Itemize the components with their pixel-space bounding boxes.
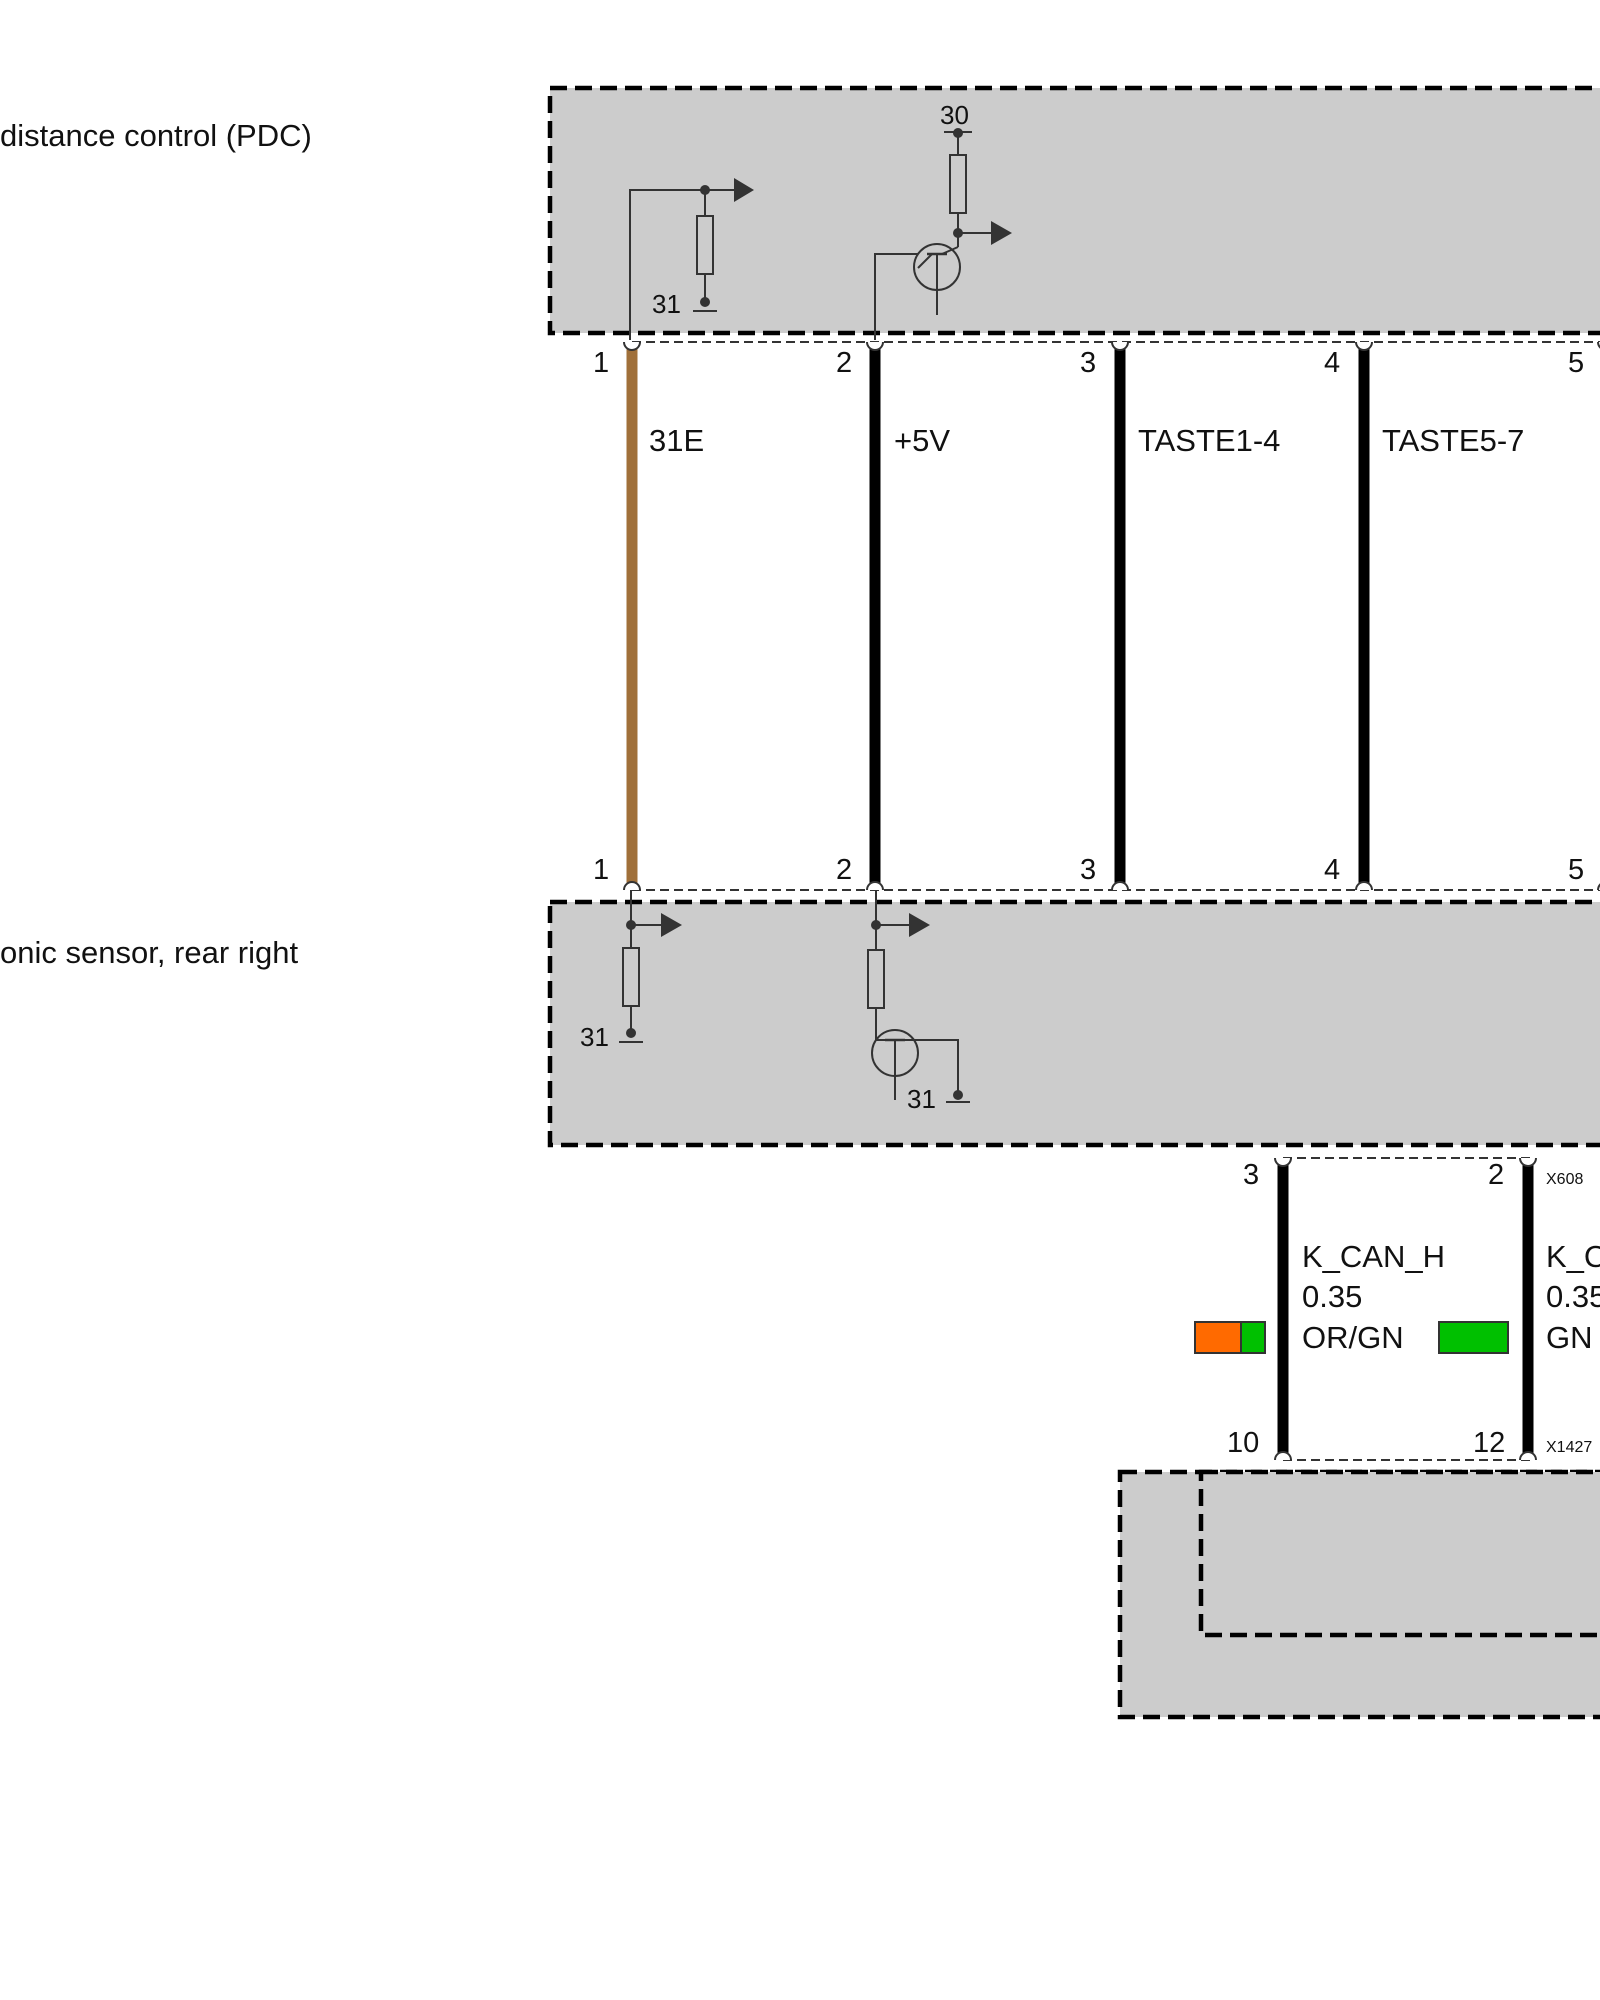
or-gn-color-swatch [1194, 1321, 1266, 1354]
pin-number-top-1: 1 [593, 347, 609, 379]
can-low-signal-label: K_C [1546, 1239, 1600, 1274]
pin-terminal-icon [1519, 1157, 1537, 1167]
connector-x1427-label: X1427 [1546, 1439, 1592, 1456]
gn-color-swatch [1438, 1321, 1509, 1354]
pin-terminal-icon [623, 341, 641, 351]
sensor-pullup-circuit-1: 31 [580, 890, 682, 1052]
pin-number-bottom-2: 2 [836, 854, 852, 886]
pin-number-bottom-4: 4 [1324, 854, 1340, 886]
pin-terminal-icon [866, 881, 884, 891]
pin-number-top-3: 3 [1080, 347, 1096, 379]
signal-label-4: TASTE5-7 [1382, 423, 1524, 458]
pdc-module-box [547, 85, 1600, 336]
pin-terminal-icon [1274, 1451, 1292, 1461]
pin-terminal-icon [1274, 1157, 1292, 1167]
can-high-size-label: 0.35 [1302, 1279, 1362, 1314]
pin-number-bottom-3: 3 [1080, 854, 1096, 886]
can-high-signal-label: K_CAN_H [1302, 1239, 1445, 1274]
pin-terminal-icon [1519, 1451, 1537, 1461]
pin-number-bottom-5: 5 [1568, 854, 1584, 886]
pin-terminal-icon [1355, 341, 1373, 351]
can-pin-bottom-low: 12 [1473, 1427, 1505, 1459]
pin-terminal-icon [623, 881, 641, 891]
lower-module-inner-box [1198, 1469, 1600, 1638]
pin-terminal-icon [1355, 881, 1373, 891]
signal-arrow-icon [991, 221, 1012, 245]
pdc-supply-label: 30 [940, 100, 969, 130]
sensor-ground-label-1: 31 [580, 1022, 609, 1052]
can-high-color-label: OR/GN [1302, 1320, 1404, 1355]
pin-number-bottom-1: 1 [593, 854, 609, 886]
pin-number-top-2: 2 [836, 347, 852, 379]
can-pin-bottom-high: 10 [1227, 1427, 1259, 1459]
can-pin-top-low: 2 [1488, 1159, 1504, 1191]
connector-x608-label: X608 [1546, 1171, 1583, 1188]
pdc-ground-label: 31 [652, 289, 681, 319]
sensor-ground-label-2: 31 [907, 1084, 936, 1114]
signal-arrow-icon [661, 913, 682, 937]
pin-number-top-4: 4 [1324, 347, 1340, 379]
pdc-pulldown-circuit: 31 [629, 178, 754, 340]
sensor-rear-right-label: onic sensor, rear right [0, 935, 298, 970]
signal-label-2: +5V [894, 423, 950, 458]
pdc-module-label: distance control (PDC) [0, 118, 312, 153]
pdc-transistor-circuit: 30 [874, 100, 1012, 340]
can-low-size-label: 0.35 [1546, 1279, 1600, 1314]
signal-label-3: TASTE1-4 [1138, 423, 1280, 458]
pin-number-top-5: 5 [1568, 347, 1584, 379]
pin-terminal-icon [1111, 881, 1129, 891]
signal-label-1: 31E [649, 423, 704, 458]
main-wires [623, 341, 1600, 891]
pin-terminal-icon [1111, 341, 1129, 351]
can-pin-top-high: 3 [1243, 1159, 1259, 1191]
sensor-transistor-circuit: 31 [867, 890, 970, 1114]
signal-arrow-icon [734, 178, 754, 202]
signal-arrow-icon [909, 913, 930, 937]
sensor-rear-right-box [547, 899, 1600, 1148]
pin-terminal-icon [866, 341, 884, 351]
can-low-color-label: GN [1546, 1320, 1593, 1355]
